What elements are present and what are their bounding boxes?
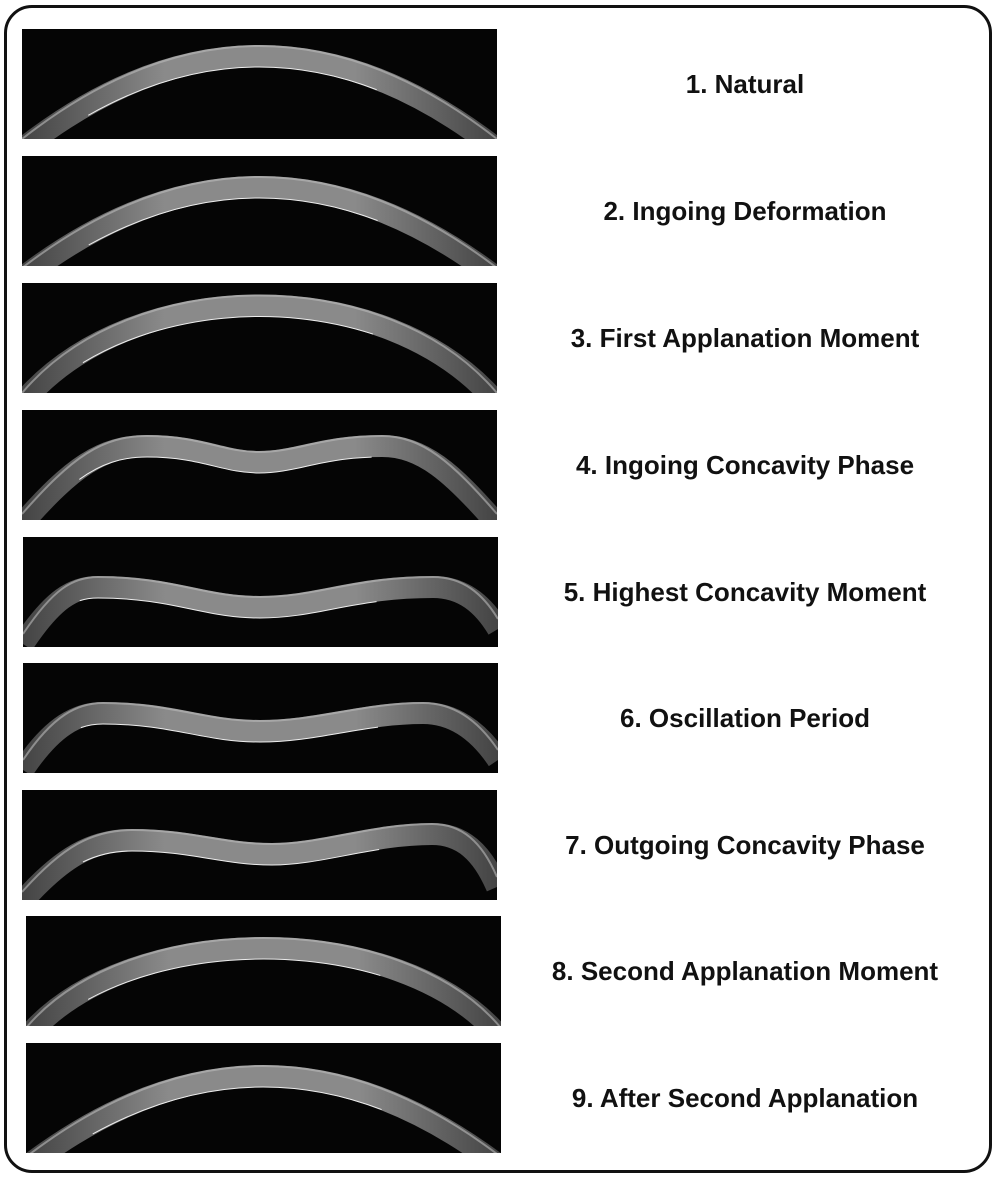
cornea-oct-image: [22, 790, 497, 900]
cornea-band: [22, 294, 497, 393]
endothelium-line: [53, 197, 466, 266]
endothelium-line: [48, 958, 479, 1026]
endothelium-line: [34, 456, 485, 520]
cornea-band: [22, 822, 497, 900]
stage-label: 6. Oscillation Period: [620, 702, 870, 733]
endothelium-line: [49, 66, 470, 139]
stage-label: 8. Second Applanation Moment: [551, 955, 939, 986]
cornea-oct-image: [23, 537, 498, 647]
cornea-oct-image: [23, 663, 498, 773]
cornea-oct-image: [22, 156, 497, 266]
cornea-band: [26, 937, 501, 1026]
endothelium-line: [33, 844, 497, 900]
endothelium-line: [41, 316, 478, 393]
stage-label: 7. Outgoing Concavity Phase: [565, 829, 925, 860]
endothelium-line: [27, 597, 498, 647]
cornea-band: [22, 434, 497, 520]
cornea-band: [23, 701, 498, 773]
stage-label: 9. After Second Applanation: [571, 1082, 919, 1113]
stage-row: 9. After Second Applanation: [0, 1043, 1000, 1153]
cornea-oct-image: [26, 1043, 501, 1153]
cornea-oct-image: [22, 410, 497, 520]
cornea-band: [23, 575, 498, 647]
stage-row: 3. First Applanation Moment: [0, 283, 1000, 393]
cornea-oct-image: [22, 29, 497, 139]
stage-row: 6. Oscillation Period: [0, 663, 1000, 773]
stage-row: 8. Second Applanation Moment: [0, 916, 1000, 1026]
endothelium-line: [60, 1086, 467, 1153]
stage-row: 2. Ingoing Deformation: [0, 156, 1000, 266]
cornea-oct-image: [26, 916, 501, 1026]
cornea-band: [22, 176, 497, 266]
cornea-band: [26, 1065, 501, 1153]
cornea-oct-image: [22, 283, 497, 393]
stage-label: 2. Ingoing Deformation: [603, 195, 887, 226]
stage-label: 5. Highest Concavity Moment: [563, 576, 927, 607]
stage-row: 4. Ingoing Concavity Phase: [0, 410, 1000, 520]
stage-label: 3. First Applanation Moment: [570, 322, 920, 353]
stage-label: 1. Natural: [685, 68, 805, 99]
stage-row: 7. Outgoing Concavity Phase: [0, 790, 1000, 900]
figure-frame: [4, 5, 992, 1173]
stage-label: 4. Ingoing Concavity Phase: [575, 449, 915, 480]
stage-row: 1. Natural: [0, 29, 1000, 139]
stage-row: 5. Highest Concavity Moment: [0, 537, 1000, 647]
endothelium-line: [28, 723, 498, 773]
cornea-band: [22, 45, 497, 139]
